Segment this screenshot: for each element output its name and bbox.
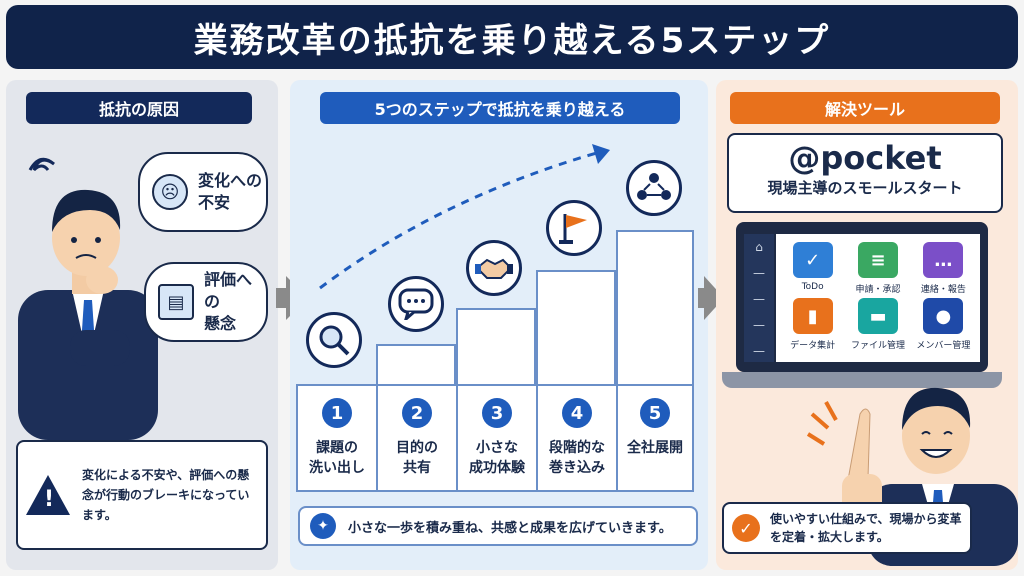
menu-line-icon: — <box>753 266 765 280</box>
app-tile: ▬ ファイル管理 <box>845 298 910 354</box>
step-3: 3 小さな成功体験 <box>456 384 538 492</box>
lightbulb-icon: ✦ <box>310 513 336 539</box>
app-tile: ▮ データ集計 <box>780 298 845 354</box>
app-tile-icon: ▬ <box>857 298 898 334</box>
app-tile-label: ToDo <box>801 282 824 292</box>
result-text: 使いやすい仕組みで、現場から変革を定着・拡大します。 <box>770 512 962 544</box>
arrow-left-to-mid-stem <box>276 288 286 308</box>
app-tile-icon: ≡ <box>857 242 898 278</box>
check-icon: ✓ <box>732 514 760 542</box>
app-tile: … 連絡・報告 <box>911 242 976 298</box>
step-2-label-line1: 目的の <box>396 440 438 456</box>
step-1-label-line2: 洗い出し <box>309 460 365 476</box>
laptop-illustration: ⌂ — — — — ✓ ToDo ≡ 申請・承認 … 連絡・報告 ▮ データ集計 ▬ ファイル管理… <box>736 222 988 372</box>
app-tile: ≡ 申請・承認 <box>845 242 910 298</box>
step-1: 1 課題の洗い出し <box>296 384 378 492</box>
app-tile-icon: ✓ <box>792 242 833 278</box>
menu-line-icon: — <box>753 344 765 358</box>
step-4-label-line2: 巻き込み <box>549 460 605 476</box>
tool-header: 解決ツール <box>730 92 1000 124</box>
flag-icon <box>546 200 602 256</box>
bubble-evaluation-line2: 懸念 <box>204 314 237 333</box>
step-2-label-line2: 共有 <box>403 460 431 476</box>
step-2-number: 2 <box>402 398 432 428</box>
warning-text: 変化による不安や、評価への懸念が行動のブレーキになっています。 <box>82 468 250 522</box>
speech-bubble-icon <box>388 276 444 332</box>
page-title: 業務改革の抵抗を乗り越える5ステップ <box>193 20 831 61</box>
app-tile-label: データ集計 <box>790 341 836 351</box>
brand-subtitle: 現場主導のスモールスタート <box>767 179 963 197</box>
step-2: 2 目的の共有 <box>376 384 458 492</box>
app-tile-label: メンバー管理 <box>916 341 971 351</box>
step-3-riser <box>456 308 536 386</box>
brand-box: @pocket 現場主導のスモールスタート <box>727 133 1003 213</box>
step-2-riser <box>376 344 456 386</box>
home-icon: ⌂ <box>755 240 763 254</box>
app-tile-icon: ▮ <box>792 298 833 334</box>
app-tile-label: 連絡・報告 <box>920 285 966 295</box>
team-network-icon <box>626 160 682 216</box>
worried-person-illustration <box>18 157 158 440</box>
step-3-number: 3 <box>482 398 512 428</box>
bubble-evaluation-line1: 評価への <box>204 270 253 311</box>
step-3-label-line1: 小さな <box>476 440 518 456</box>
app-tile-label: 申請・承認 <box>855 285 901 295</box>
menu-line-icon: — <box>753 318 765 332</box>
bubble-evaluation: ▤ 評価への懸念 <box>144 262 268 342</box>
app-tile-icon: ● <box>923 298 964 334</box>
app-sidebar: ⌂ — — — — <box>744 234 774 362</box>
magnifier-icon <box>306 312 362 368</box>
bubble-anxiety: ☹ 変化への不安 <box>138 152 268 232</box>
handshake-icon <box>466 240 522 296</box>
clipboard-icon: ▤ <box>158 284 194 320</box>
tip-text: 小さな一歩を積み重ね、共感と成果を広げていきます。 <box>348 520 672 536</box>
app-grid: ✓ ToDo ≡ 申請・承認 … 連絡・報告 ▮ データ集計 ▬ ファイル管理 ● メンバー管理 <box>776 234 980 362</box>
brand-name: @pocket <box>788 139 942 177</box>
app-tile-icon: … <box>923 242 964 278</box>
step-5-riser <box>616 230 694 386</box>
step-4-number: 4 <box>562 398 592 428</box>
title-bar: 業務改革の抵抗を乗り越える5ステップ <box>6 5 1018 69</box>
app-tile: ● メンバー管理 <box>911 298 976 354</box>
bubble-anxiety-line2: 不安 <box>198 193 231 212</box>
swirl-icon <box>28 157 55 172</box>
step-4-riser <box>536 270 616 386</box>
arrow-mid-to-right-stem <box>698 288 706 308</box>
step-5: 5 全社展開 <box>616 384 694 492</box>
causes-header: 抵抗の原因 <box>26 92 252 124</box>
steps-header: 5つのステップで抵抗を乗り越える <box>320 92 680 124</box>
menu-line-icon: — <box>753 292 765 306</box>
step-5-label-line1: 全社展開 <box>627 440 683 456</box>
result-box: ✓ 使いやすい仕組みで、現場から変革を定着・拡大します。 <box>722 502 972 554</box>
step-1-label-line1: 課題の <box>316 440 358 456</box>
growth-arrow <box>319 144 610 290</box>
laptop-base <box>722 372 1002 388</box>
step-3-label-line2: 成功体験 <box>469 460 525 476</box>
worried-face-icon: ☹ <box>152 174 188 210</box>
warning-icon: ! <box>26 475 70 515</box>
tip-box: ✦ 小さな一歩を積み重ね、共感と成果を広げていきます。 <box>298 506 698 546</box>
step-5-number: 5 <box>640 398 670 428</box>
step-4: 4 段階的な巻き込み <box>536 384 618 492</box>
app-tile-label: ファイル管理 <box>850 341 905 351</box>
app-tile: ✓ ToDo <box>780 242 845 298</box>
step-4-label-line1: 段階的な <box>549 440 605 456</box>
step-1-number: 1 <box>322 398 352 428</box>
bubble-anxiety-line1: 変化への <box>198 171 263 190</box>
warning-box: ! 変化による不安や、評価への懸念が行動のブレーキになっています。 <box>16 440 268 550</box>
